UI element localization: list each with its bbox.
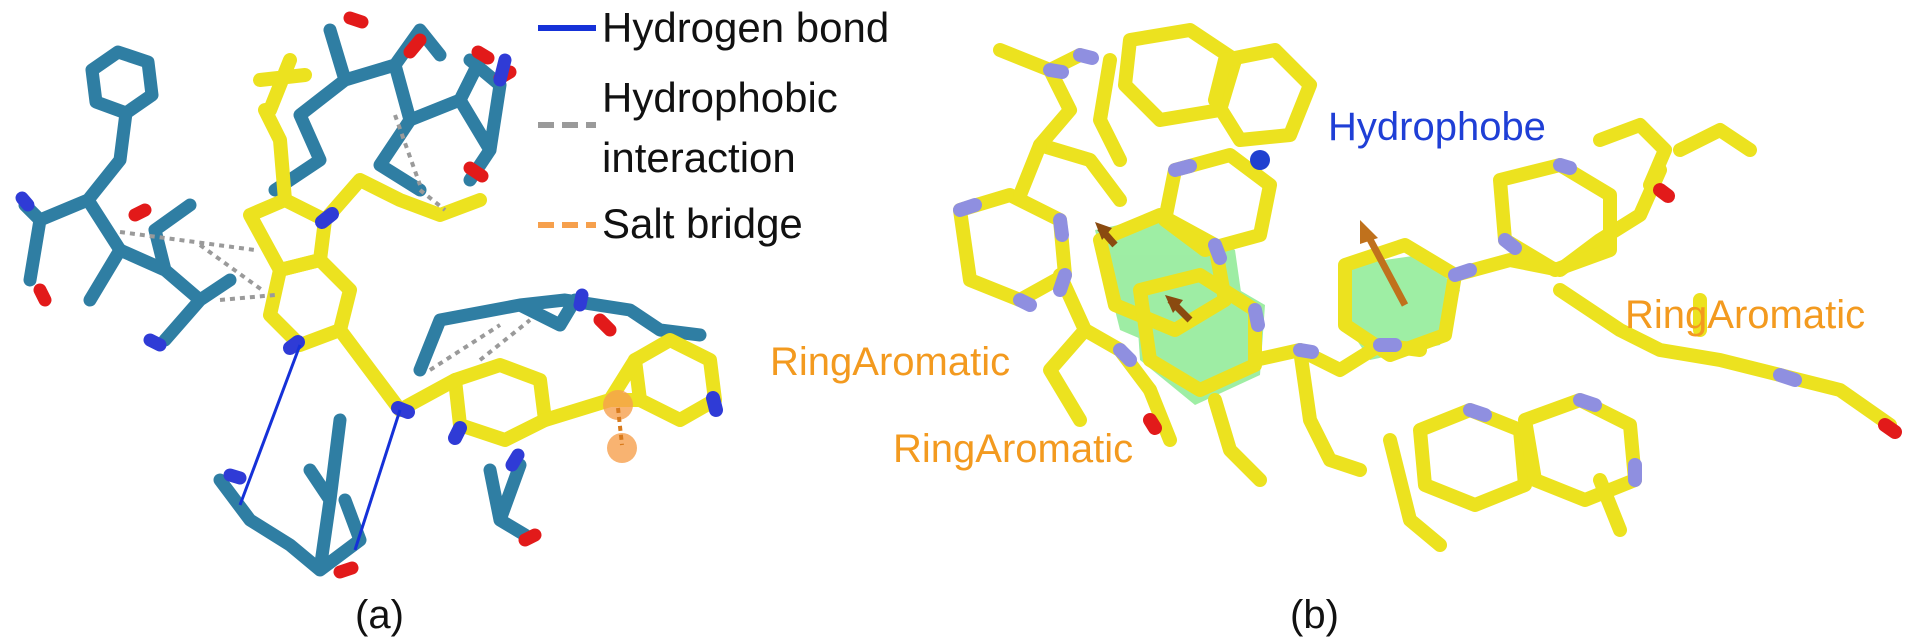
label-ring-aromatic-left-lower: RingAromatic <box>893 427 1133 471</box>
ligand-nitrogens <box>283 207 723 445</box>
legend: Hydrogen bond Hydrophobic interaction Sa… <box>538 4 889 247</box>
caption-a: (a) <box>355 593 404 637</box>
legend-saltbridge-label: Salt bridge <box>602 200 803 247</box>
hydrophobe-sphere <box>1250 150 1270 170</box>
protein-heteroatoms <box>15 11 617 579</box>
protein-residues <box>18 23 707 577</box>
phenylalanine-chain <box>18 106 133 307</box>
legend-hydrophobic-label-2: interaction <box>602 134 796 181</box>
ligand-linker <box>253 53 487 227</box>
lower-left-residue <box>213 413 367 577</box>
panel-b: Hydrophobe RingAromatic RingAromatic Rin… <box>770 23 1902 637</box>
ligands-nitrogens <box>953 48 1802 487</box>
ligand-piperazine <box>628 333 722 427</box>
hydrophobic-interactions <box>119 114 532 372</box>
ligands-oxygens <box>1143 183 1902 439</box>
left-chain <box>113 198 237 347</box>
legend-hydrophobic-label-1: Hydrophobic <box>602 74 838 121</box>
hydrogen-bonds <box>238 344 402 551</box>
panel-a: Hydrogen bond Hydrophobic interaction Sa… <box>15 4 889 637</box>
aromatic-arrows <box>1095 220 1409 323</box>
label-hydrophobe: Hydrophobe <box>1328 105 1546 149</box>
lower-middle-residue <box>483 458 532 542</box>
label-ring-aromatic-right: RingAromatic <box>1625 293 1865 337</box>
caption-b: (b) <box>1290 593 1339 637</box>
nitrogen-atoms <box>15 53 589 485</box>
legend-hbond-label: Hydrogen bond <box>602 4 889 51</box>
phenylalanine-ring <box>85 45 159 120</box>
salt-bridge <box>603 390 637 463</box>
upper-residue <box>268 23 487 197</box>
ligand-pyridine <box>448 358 552 447</box>
label-ring-aromatic-left-upper: RingAromatic <box>770 340 1010 384</box>
backbone-middle <box>413 293 707 377</box>
